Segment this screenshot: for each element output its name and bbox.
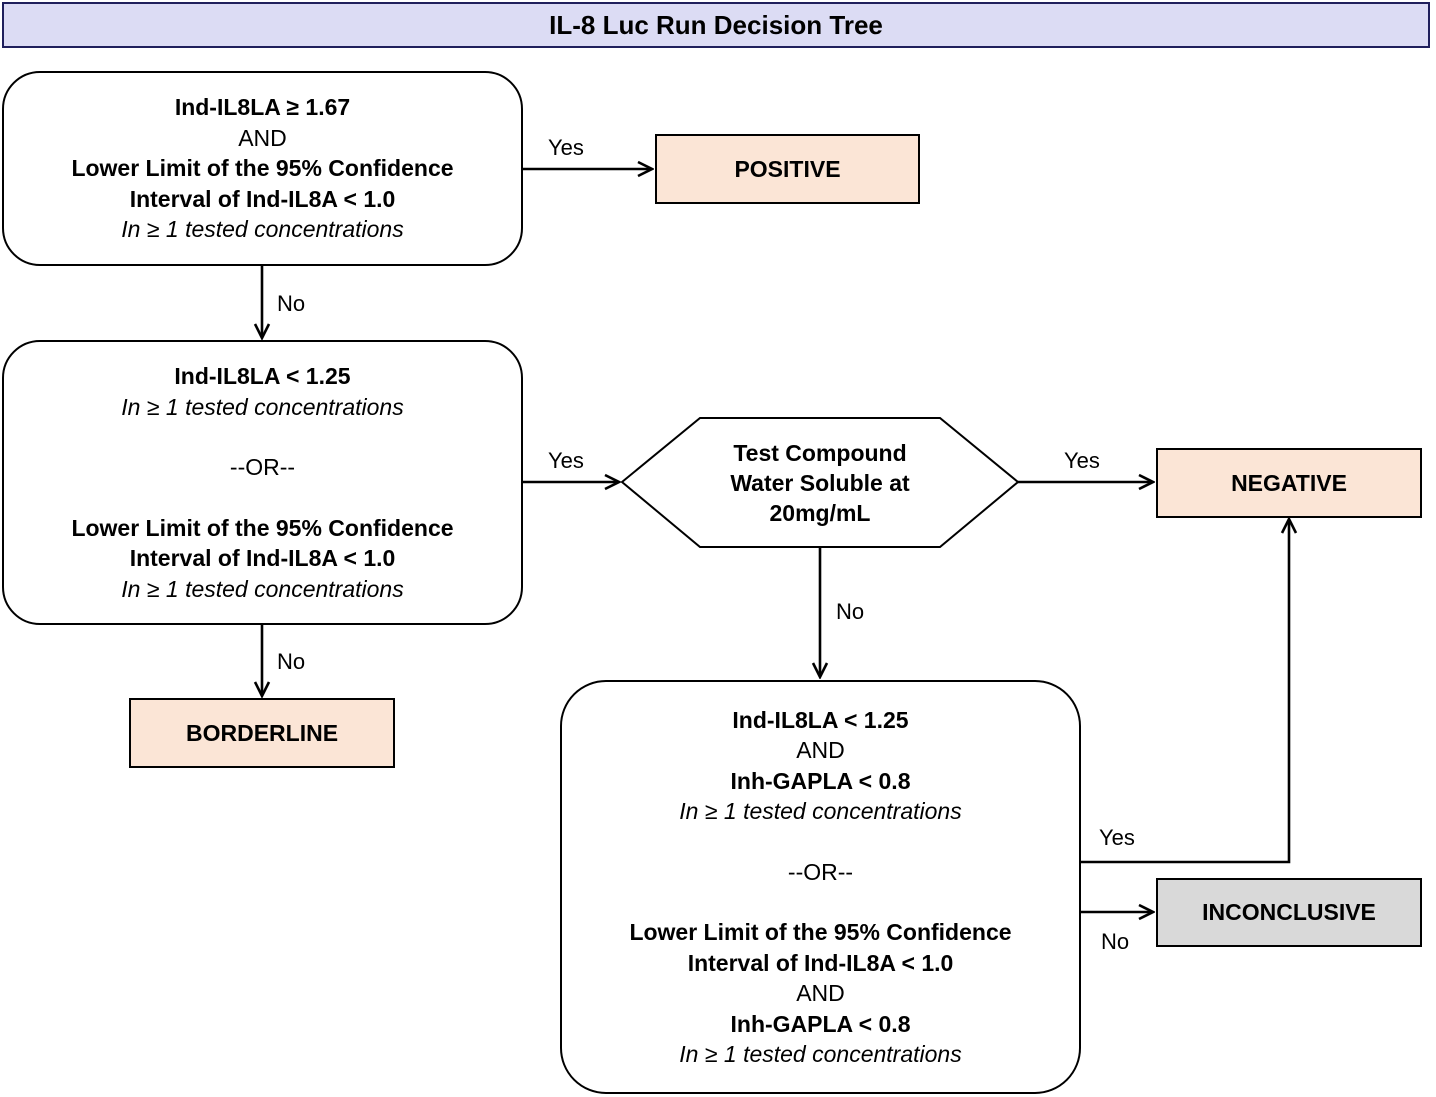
hex-line3: 20mg/mL — [769, 499, 871, 526]
n2-line1: Ind-IL8LA < 1.25 — [174, 363, 351, 389]
hex-line2: Water Soluble at — [730, 469, 910, 496]
edge-label-n3-no: No — [1101, 929, 1130, 954]
outcome-negative: NEGATIVE — [1156, 448, 1422, 518]
n3-line1: Ind-IL8LA < 1.25 — [732, 706, 909, 733]
n3-line9: Inh-GAPLA < 0.8 — [730, 1010, 911, 1037]
n2-line3: --OR-- — [229, 454, 296, 480]
n3-line5: --OR-- — [787, 858, 854, 885]
n1-line5: In ≥ 1 tested concentrations — [121, 216, 404, 243]
n1-line3: Lower Limit of the 95% Confidence — [71, 155, 454, 182]
decision-node-text: Test Compound Water Soluble at 20mg/mL — [622, 418, 1018, 547]
n2-line2: In ≥ 1 tested concentrations — [121, 393, 404, 420]
n3-line8: AND — [796, 980, 845, 1006]
n3-line6: Lower Limit of the 95% Confidence — [629, 919, 1012, 945]
outcome-borderline: BORDERLINE — [129, 698, 395, 768]
edge-label-hex-no: No — [836, 599, 865, 624]
n2-line6: In ≥ 1 tested concentrations — [121, 575, 404, 602]
n3-line2: AND — [796, 737, 845, 763]
n3-line3: Inh-GAPLA < 0.8 — [730, 767, 911, 794]
condition-node-2: Ind-IL8LA < 1.25 In ≥ 1 tested concentra… — [2, 340, 523, 625]
edge-label-n3-yes: Yes — [1099, 825, 1135, 850]
n2-line4: Lower Limit of the 95% Confidence — [71, 514, 454, 541]
condition-node-3: Ind-IL8LA < 1.25 AND Inh-GAPLA < 0.8 In … — [560, 680, 1081, 1094]
n3-line4: In ≥ 1 tested concentrations — [679, 798, 962, 824]
n2-line5: Interval of Ind-IL8A < 1.0 — [129, 545, 396, 571]
decision-hexagon — [620, 417, 1020, 548]
outcome-inconclusive: INCONCLUSIVE — [1156, 878, 1422, 947]
hex-line1: Test Compound — [733, 439, 907, 466]
diagram-title: IL-8 Luc Run Decision Tree — [2, 2, 1430, 48]
n3-line10: In ≥ 1 tested concentrations — [679, 1041, 962, 1067]
n1-line1: Ind-IL8LA ≥ 1.67 — [174, 94, 351, 121]
edge-label-n1-no: No — [277, 291, 306, 316]
outcome-positive: POSITIVE — [655, 134, 920, 204]
edge-label-n2-no: No — [277, 649, 306, 674]
edge-n3-negative — [1081, 519, 1289, 864]
edge-label-hex-yes: Yes — [1064, 448, 1100, 473]
n1-line2: AND — [238, 124, 287, 151]
n1-line4: Interval of Ind-IL8A < 1.0 — [129, 185, 396, 212]
n3-line7: Interval of Ind-IL8A < 1.0 — [687, 949, 954, 976]
edge-label-n2-yes: Yes — [548, 448, 584, 473]
edge-label-n1-yes: Yes — [548, 135, 584, 160]
condition-node-1: Ind-IL8LA ≥ 1.67 AND Lower Limit of the … — [2, 71, 523, 266]
